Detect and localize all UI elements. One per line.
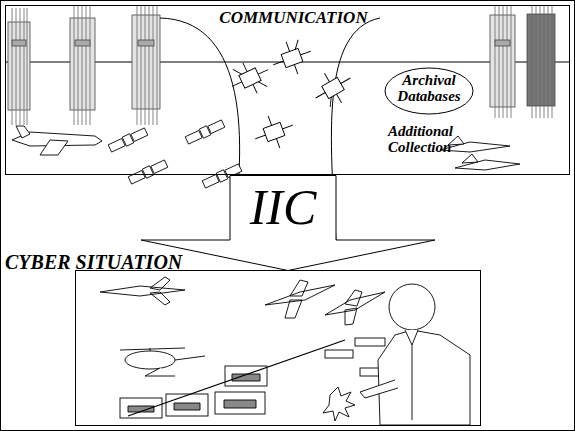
battlefield-scene: [100, 277, 470, 425]
node-label: Archival Databases: [392, 73, 466, 105]
cyber-situation-box: CYBER SITUATION: [75, 270, 481, 426]
node-label: Additional Collection: [388, 124, 498, 156]
node-label: IIC: [230, 181, 336, 234]
node-label: COMMUNICATION: [201, 9, 386, 27]
collection-band: Additional Collection: [6, 121, 569, 174]
panel-satellites: [108, 119, 242, 189]
communication-frame: COMMUNICATION Archival DatabasesAdditiona…: [5, 5, 570, 175]
server-racks: [8, 6, 555, 125]
database-ellipse: Archival Databases: [384, 67, 474, 115]
satellites: [225, 35, 359, 155]
flow-curve: [331, 18, 380, 240]
node-label: CYBER SITUATION: [5, 252, 245, 273]
iic-arrow: IIC: [140, 175, 436, 271]
flow-curve: [160, 18, 240, 240]
